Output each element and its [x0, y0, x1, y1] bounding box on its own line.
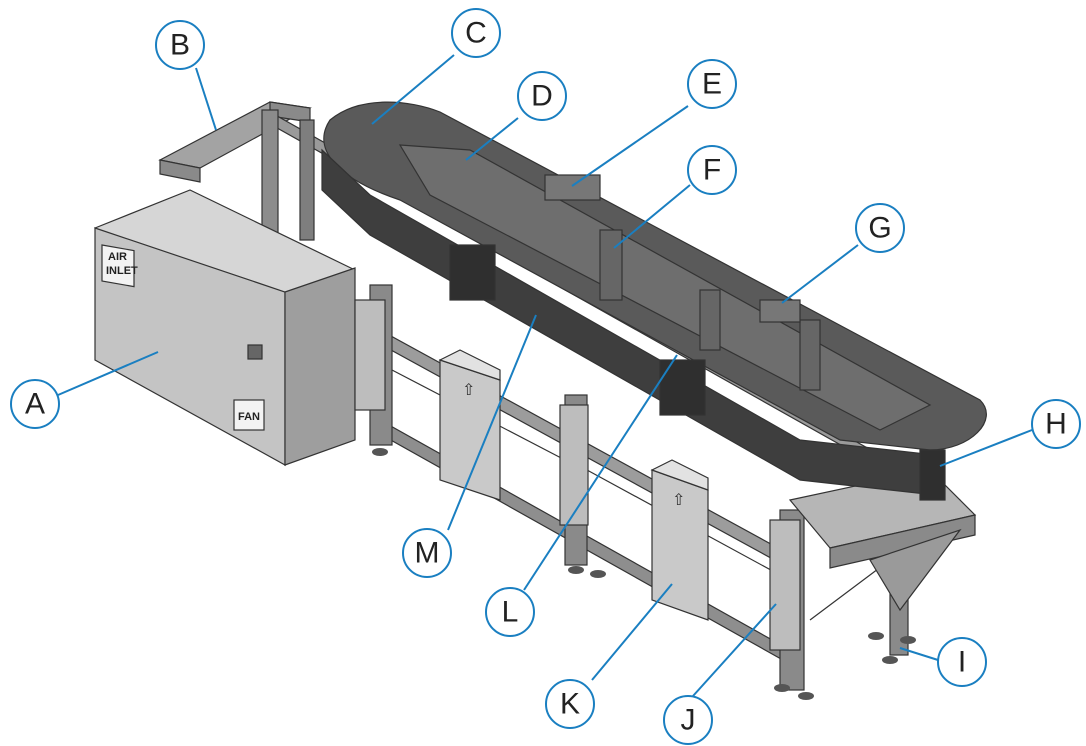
callout-label-D: D [531, 80, 553, 113]
callout-F: F [687, 145, 737, 195]
callout-H: H [1031, 399, 1081, 449]
electrical-enclosure: AIR INLET FAN [94, 189, 356, 467]
callout-label-E: E [702, 68, 722, 101]
callout-label-M: M [415, 537, 440, 570]
callout-C: C [451, 8, 501, 58]
callout-label-I: I [958, 646, 966, 679]
switch-icon [247, 344, 263, 360]
callout-A: A [10, 379, 60, 429]
callout-M: M [402, 528, 452, 578]
leader-lines [57, 54, 1033, 697]
callout-label-F: F [703, 154, 721, 187]
arrow-up-icon: ⇧ [672, 490, 685, 509]
callout-K: K [545, 679, 595, 729]
callout-label-G: G [868, 212, 891, 245]
callout-G: G [855, 203, 905, 253]
vertical-units: ⇧ ⇧ [354, 299, 801, 651]
callout-label-L: L [502, 596, 519, 629]
callout-label-H: H [1045, 408, 1067, 441]
air-inlet-label-1: AIR [108, 251, 127, 263]
callout-J: J [663, 695, 713, 745]
conveyor-loop [321, 101, 987, 501]
callout-label-J: J [681, 704, 696, 737]
callout-label-C: C [465, 17, 487, 50]
callout-label-K: K [560, 688, 580, 721]
callout-B: B [155, 20, 205, 70]
callout-L: L [485, 587, 535, 637]
arrow-up-icon: ⇧ [462, 380, 475, 399]
callout-E: E [687, 59, 737, 109]
callout-I: I [937, 637, 987, 687]
callout-label-B: B [170, 29, 190, 62]
air-inlet-label-2: INLET [106, 265, 138, 277]
callout-D: D [517, 71, 567, 121]
fan-label: FAN [238, 411, 260, 423]
callout-label-A: A [25, 388, 45, 421]
